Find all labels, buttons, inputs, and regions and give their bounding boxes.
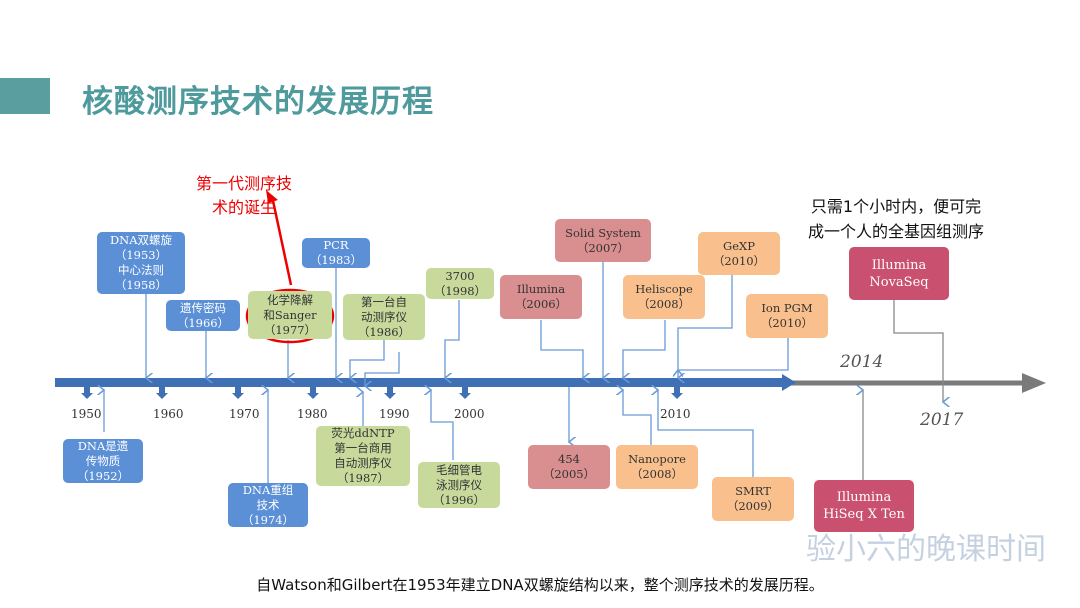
year-label: 1960: [153, 407, 184, 421]
event-sanger: 化学降解和Sanger（1977）: [248, 291, 332, 339]
event-nanopore: Nanopore（2008）: [616, 445, 698, 489]
event-ion-pgm: Ion PGM（2010）: [746, 294, 828, 338]
year-label: 1950: [71, 407, 102, 421]
page-title: 核酸测序技术的发展历程: [82, 84, 434, 120]
event-recombinant-dna: DNA重组技术（1974）: [228, 483, 308, 527]
event-pcr: PCR（1983）: [302, 238, 370, 268]
event-heliscope: Heliscope（2008）: [623, 275, 705, 319]
event-dna-helix: DNA双螺旋（1953）中心法则（1958）: [97, 232, 185, 294]
caption: 自Watson和Gilbert在1953年建立DNA双螺旋结构以来，整个测序技术…: [256, 576, 824, 594]
event-solid-system: Solid System（2007）: [555, 219, 651, 262]
year-2017: 2017: [920, 410, 964, 430]
sanger-highlight-circle: [245, 288, 335, 344]
event-smrt: SMRT（2009）: [712, 477, 794, 521]
event-dna-genetic-material: DNA是遗传物质（1952）: [63, 439, 143, 483]
year-label: 1990: [379, 407, 410, 421]
year-2014: 2014: [840, 352, 884, 372]
event-genetic-code: 遗传密码（1966）: [166, 300, 240, 331]
year-label: 1980: [297, 407, 328, 421]
year-label: 2010: [660, 407, 691, 421]
event-454: 454（2005）: [528, 445, 610, 489]
timeline-bar: [55, 378, 785, 387]
year-label: 2000: [454, 407, 485, 421]
header-accent-bar: [0, 78, 50, 114]
year-label: 1970: [229, 407, 260, 421]
event-gexp: GeXP（2010）: [698, 232, 780, 275]
novaseq-note: 只需1个小时内，便可完成一个人的全基因组测序: [808, 197, 985, 241]
watermark: 验小六的晚课时间: [806, 532, 1046, 567]
year-ticks: [81, 387, 683, 399]
future-arrowhead: [1022, 373, 1046, 393]
event-auto-sequencer: 第一台自动测序仪（1986）: [343, 294, 425, 340]
event-illumina: Illumina（2006）: [500, 275, 582, 319]
event-3700: 3700（1998）: [426, 268, 494, 299]
connectors: [104, 260, 943, 488]
timeline-arrowhead: [782, 374, 796, 391]
first-gen-annotation: 第一代测序技术的诞生: [196, 174, 293, 217]
event-capillary: 毛细管电泳测序仪（1996）: [418, 462, 500, 508]
